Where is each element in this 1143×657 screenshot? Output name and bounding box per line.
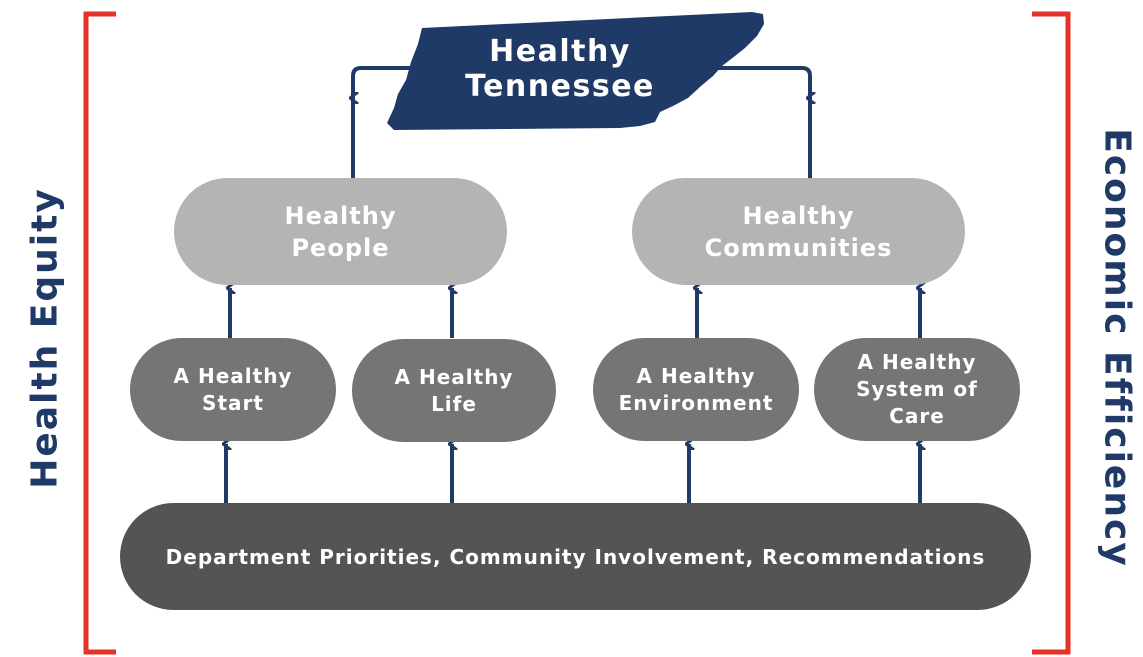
healthy-start-node: A Healthy Start <box>130 338 336 441</box>
right-bracket <box>1032 11 1071 655</box>
connector-people-to-tn <box>351 66 410 180</box>
healthy-system-of-care-node: A Healthy System of Care <box>814 338 1020 441</box>
connector-communities-to-tn <box>680 66 812 180</box>
healthy-environment-node: A Healthy Environment <box>593 338 799 441</box>
healthy-environment-label: A Healthy Environment <box>618 363 774 415</box>
healthy-communities-node: Healthy Communities <box>632 178 965 285</box>
tennessee-shape-icon <box>387 12 764 130</box>
health-equity-label: Health Equity <box>24 187 66 489</box>
department-priorities-label: Department Priorities, Community Involve… <box>165 544 986 569</box>
left-bracket <box>83 11 116 655</box>
healthy-people-node: Healthy People <box>174 178 507 285</box>
healthy-people-label: Healthy People <box>284 201 397 262</box>
healthy-life-label: A Healthy Life <box>394 364 514 416</box>
healthy-communities-label: Healthy Communities <box>704 201 893 262</box>
healthy-tennessee-title: Healthy Tennessee <box>465 34 655 104</box>
healthy-life-node: A Healthy Life <box>352 339 556 442</box>
department-priorities-base: Department Priorities, Community Involve… <box>120 503 1031 610</box>
economic-efficiency-label: Economic Efficiency <box>1096 128 1138 568</box>
healthy-start-label: A Healthy Start <box>173 363 293 415</box>
healthy-system-of-care-label: A Healthy System of Care <box>856 350 978 428</box>
